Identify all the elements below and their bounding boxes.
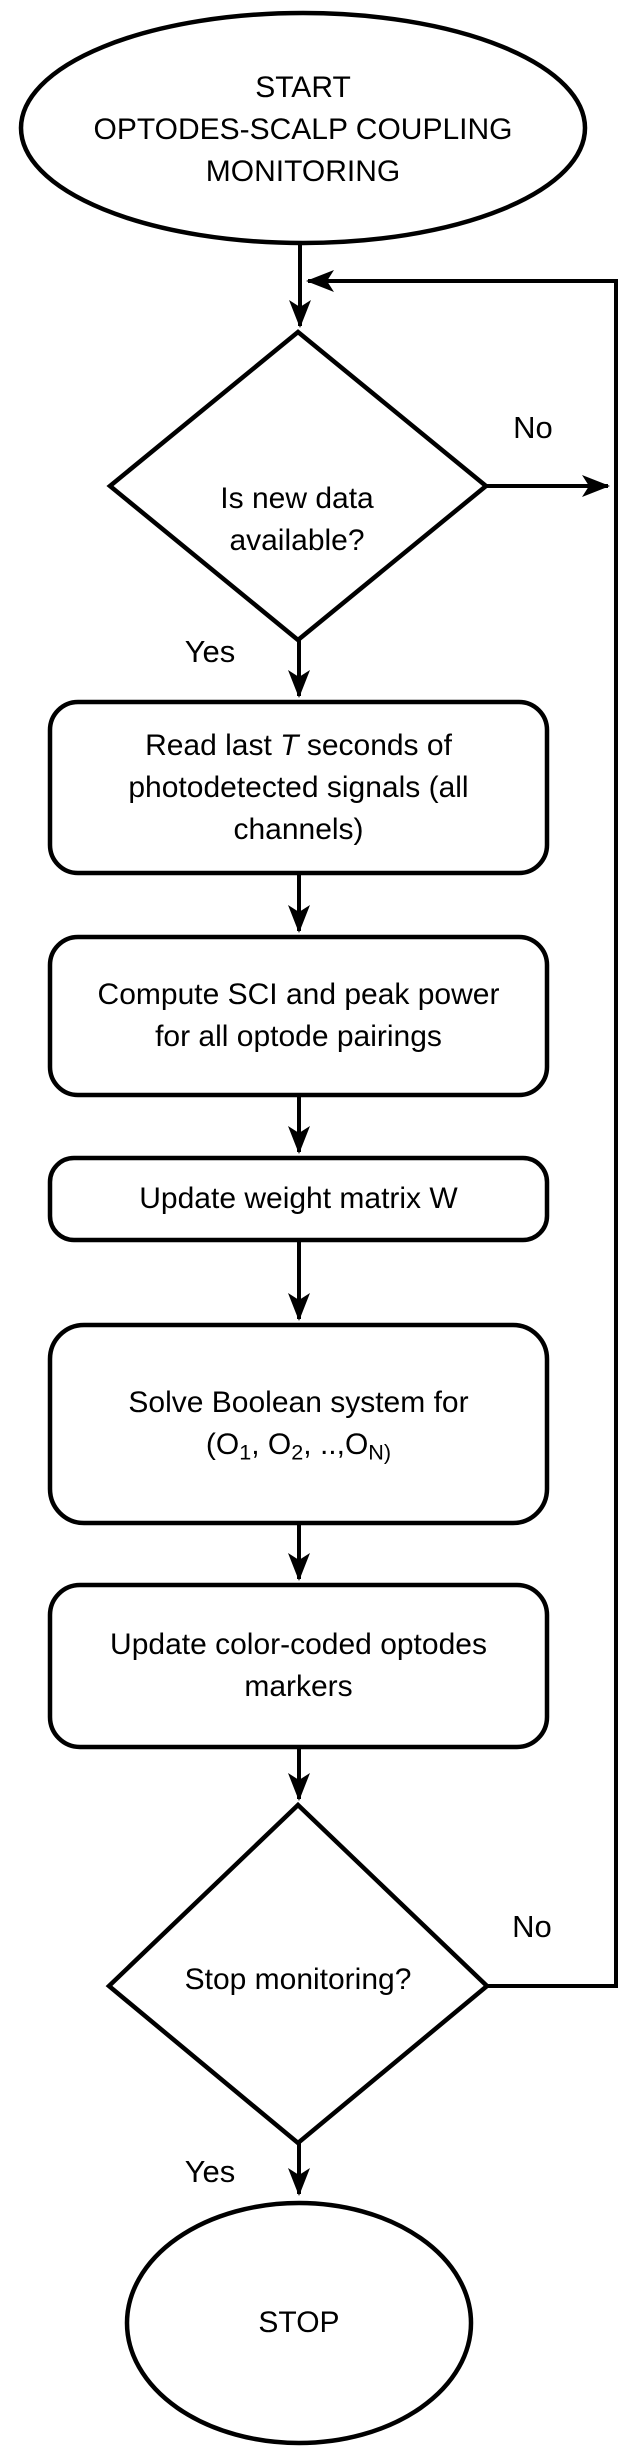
label-subscript: N) (368, 1439, 392, 1465)
process-compute-box (47, 934, 550, 1098)
label-line: Is new data (220, 482, 374, 515)
decision-stop-diamond (105, 1801, 491, 2146)
edge-group (288, 244, 618, 2196)
node-shape-group (18, 10, 588, 2446)
start-node-label: START OPTODES-SCALP COUPLING MONITORING (38, 67, 568, 193)
label-subscript: 2 (291, 1439, 304, 1465)
label-segment: , ..,O (303, 1428, 369, 1461)
process-markers-box (47, 1582, 550, 1750)
edge-label-no-stop: No (512, 1909, 552, 1944)
process-markers-label: Update color-coded optodes markers (50, 1585, 547, 1747)
label-line: photodetected signals (all (128, 770, 469, 804)
decision-new-data-label: Is new data available? (108, 440, 486, 600)
label-segment: (O (205, 1428, 240, 1461)
edge-loop-return (306, 270, 618, 1988)
process-compute-label: Compute SCI and peak power for all optod… (50, 937, 547, 1095)
label-line: channels) (233, 812, 364, 846)
label-segment: , O (251, 1428, 292, 1461)
stop-ellipse (124, 2200, 474, 2446)
label-line: Stop monitoring? (184, 1963, 412, 1996)
process-read-label: Read last T seconds of photodetected sig… (50, 702, 547, 873)
label-subscript: 1 (239, 1439, 252, 1465)
decision-new-data-diamond (106, 329, 490, 643)
process-solve-label: Solve Boolean system for (O1, O2, ..,ON) (50, 1325, 547, 1523)
label-segment: Read last (145, 728, 281, 762)
edge-label-yes-new-data: Yes (184, 634, 236, 669)
process-weights-label: Update weight matrix W (50, 1158, 547, 1240)
label-line: Compute SCI and peak power (97, 978, 500, 1011)
stop-node-label: STOP (127, 2263, 471, 2383)
label-line: Update weight matrix W (139, 1182, 458, 1215)
process-solve-box (47, 1322, 550, 1526)
label-line: MONITORING (205, 155, 401, 188)
label-line: (O1, O2, ..,ON) (206, 1424, 391, 1466)
decision-stop-label: Stop monitoring? (109, 1905, 487, 2055)
process-read-box (47, 699, 550, 876)
edge-label-no-new-data: No (513, 410, 553, 445)
start-ellipse (18, 10, 588, 246)
label-line: markers (244, 1670, 353, 1703)
label-line: Solve Boolean system for (128, 1386, 469, 1419)
process-weights-box (47, 1155, 550, 1243)
label-segment-italic: T (280, 728, 299, 762)
label-line: Read last T seconds of (145, 725, 452, 767)
label-line: available? (229, 524, 365, 557)
label-line: START (255, 71, 351, 104)
edge-label-yes-stop: Yes (184, 2154, 236, 2189)
label-line: OPTODES-SCALP COUPLING (93, 113, 513, 146)
label-line: for all optode pairings (155, 1020, 442, 1053)
label-line: Update color-coded optodes (110, 1628, 487, 1661)
label-line: STOP (258, 2306, 340, 2339)
label-segment: seconds of (298, 728, 452, 762)
